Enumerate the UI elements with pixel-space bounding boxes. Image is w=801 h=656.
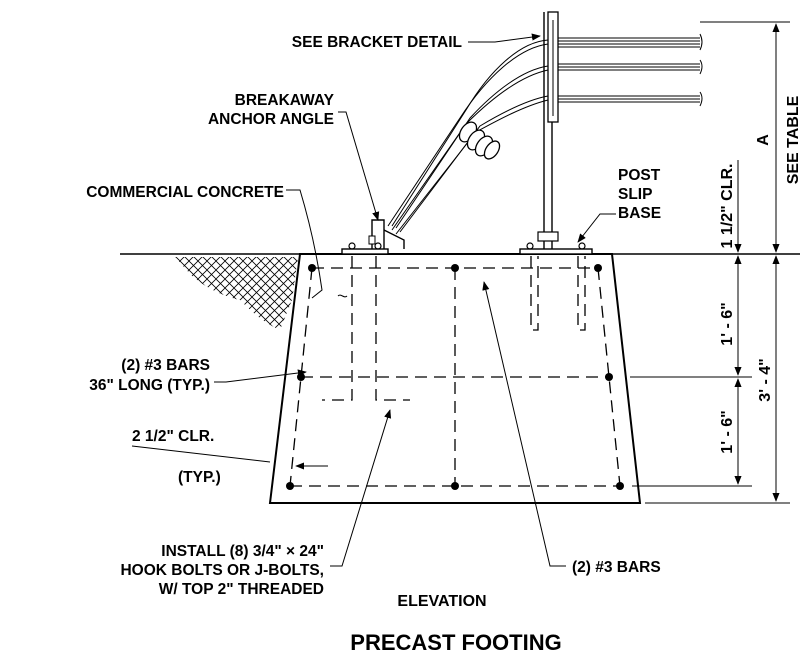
rebar-cage bbox=[289, 267, 621, 487]
callout-breakaway-2: ANCHOR ANGLE bbox=[208, 111, 334, 128]
callout-concrete: COMMERCIAL CONCRETE bbox=[86, 184, 284, 201]
callout-breakaway-1: BREAKAWAY bbox=[235, 92, 335, 109]
dim-total-depth: 3' - 4" bbox=[757, 358, 774, 401]
hook-bolts-left bbox=[322, 256, 410, 401]
footing-outline bbox=[268, 253, 642, 504]
callout-slip-3: BASE bbox=[618, 205, 661, 222]
dim-see-table: SEE TABLE bbox=[785, 95, 801, 184]
dim-a: A bbox=[755, 134, 772, 146]
callout-bars-left-1: (2) #3 BARS bbox=[121, 357, 210, 374]
view-label: ELEVATION bbox=[397, 593, 486, 610]
callout-bolts-2: HOOK BOLTS OR J-BOLTS, bbox=[120, 562, 324, 579]
callout-bars-left-2: 36" LONG (TYP.) bbox=[89, 377, 210, 394]
dim-top-clear: 1 1/2" CLR. bbox=[719, 164, 736, 249]
callout-bars-bottom: (2) #3 BARS bbox=[572, 559, 661, 576]
callout-bolts-3: W/ TOP 2" THREADED bbox=[159, 581, 324, 598]
dim-upper-half: 1' - 6" bbox=[719, 302, 736, 345]
callout-slip-2: SLIP bbox=[618, 186, 652, 203]
dim-lower-half: 1' - 6" bbox=[719, 410, 736, 453]
anchor-base-plate bbox=[341, 248, 389, 255]
soil-hatch bbox=[175, 257, 298, 330]
callout-clearance-2: (TYP.) bbox=[178, 469, 221, 486]
callout-clearance-1: 2 1/2" CLR. bbox=[132, 428, 214, 445]
leader-lines bbox=[131, 33, 616, 567]
drawing-title: PRECAST FOOTING bbox=[350, 630, 561, 655]
anchor-cables bbox=[387, 39, 549, 235]
callout-bracket: SEE BRACKET DETAIL bbox=[292, 34, 462, 51]
cable-rails bbox=[558, 33, 703, 107]
callout-bolts-1: INSTALL (8) 3/4" × 24" bbox=[161, 543, 324, 560]
rebar-dots bbox=[286, 264, 624, 490]
anchor-bolts-post bbox=[530, 256, 586, 331]
bracket bbox=[547, 11, 559, 123]
dimension-lines bbox=[590, 21, 790, 504]
post-base-plate bbox=[519, 248, 593, 255]
callout-slip-1: POST bbox=[618, 167, 661, 184]
